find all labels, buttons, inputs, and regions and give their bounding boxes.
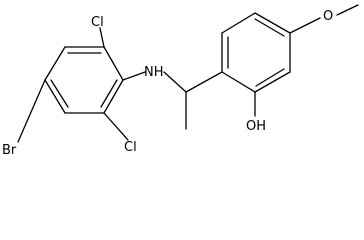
structure-svg: Cl Cl Br NH O OH: [2, 4, 359, 156]
ring-bond: [221, 71, 256, 93]
ring-double-bond: [254, 18, 285, 37]
ring-double-bond: [100, 79, 118, 108]
molecule-diagram: Cl Cl Br NH O OH: [2, 4, 359, 156]
bond-to-br: [17, 79, 46, 143]
ring-bond: [44, 79, 66, 114]
ring-bond: [103, 79, 124, 114]
methoxyphenol-ring: [221, 12, 291, 93]
bromine-label: Br: [2, 143, 17, 156]
chlorine-top-label: Cl: [91, 15, 104, 30]
bond-ring-to-methoxy-o: [289, 17, 321, 34]
hydroxyl-label: OH: [246, 119, 266, 134]
chlorine-bottom-label: Cl: [124, 140, 137, 155]
ring-bond: [254, 71, 291, 93]
ring-bond: [221, 12, 256, 34]
bond-to-cl-bottom: [103, 112, 129, 141]
bond-nh-to-ch: [163, 71, 187, 93]
methoxy-oxygen-label: O: [323, 9, 333, 24]
bromodichlorophenyl-ring: [44, 46, 124, 114]
bond-to-cl-top: [99, 27, 105, 48]
ring-bond: [44, 46, 66, 81]
bond-ch-to-ring: [185, 71, 223, 93]
ring-bond: [103, 46, 124, 81]
ring-bond: [254, 12, 291, 34]
ring-double-bond: [255, 68, 285, 87]
bond-methoxy-o-to-ch3: [336, 4, 359, 16]
bond-ring-to-nh: [122, 71, 146, 81]
ring-double-bond: [50, 79, 69, 108]
amine-nh-label: NH: [144, 65, 164, 80]
